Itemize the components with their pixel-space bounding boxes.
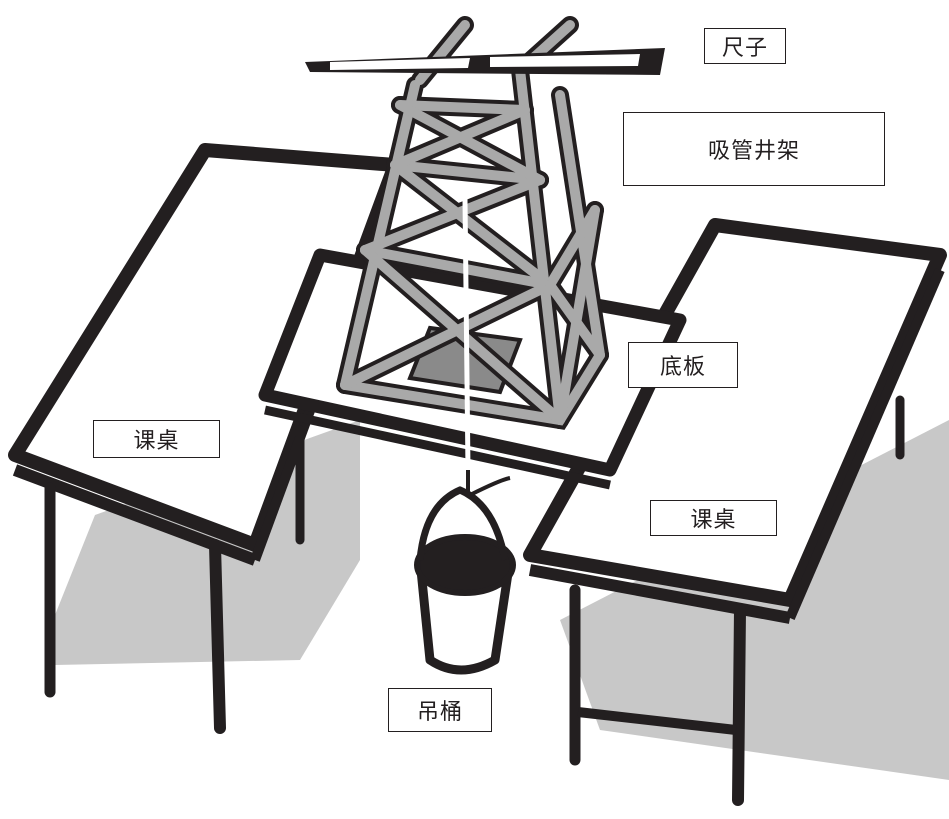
ruler xyxy=(305,48,665,75)
ruler-label: 尺子 xyxy=(704,28,786,64)
base-board-label: 底板 xyxy=(628,342,738,388)
desk-left-label: 课桌 xyxy=(93,420,220,458)
straw-tower xyxy=(336,16,609,473)
hanging-bucket xyxy=(414,470,516,675)
desk-right-label: 课桌 xyxy=(650,500,777,536)
hanging-bucket-label: 吊桶 xyxy=(388,688,492,732)
straw-tower-label: 吸管井架 xyxy=(623,112,885,186)
